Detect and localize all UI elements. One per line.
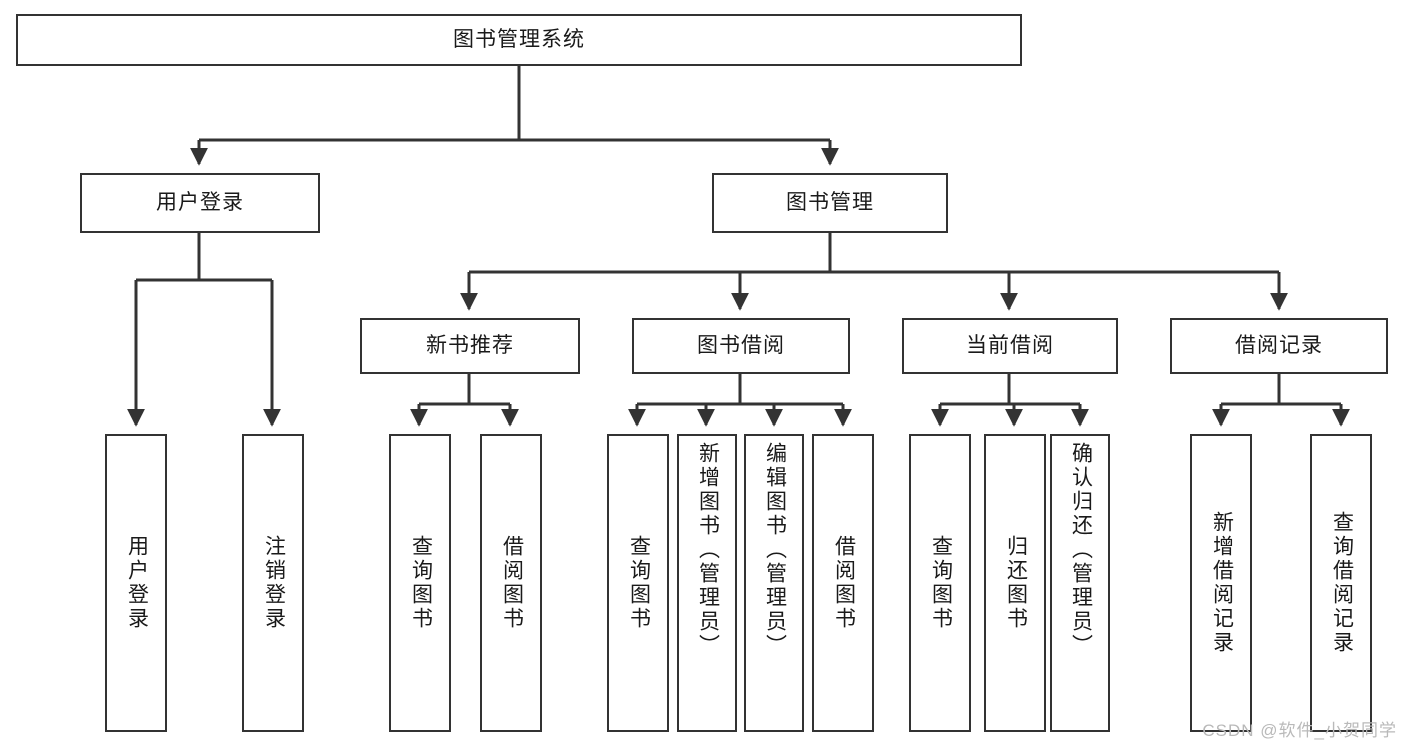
leaf-label: 编辑图书（管理员） — [763, 442, 787, 658]
node-leaf-confirm-return-admin[interactable]: 确认归还（管理员） — [1050, 434, 1110, 732]
node-leaf-user-login[interactable]: 用户登录 — [105, 434, 167, 732]
leaf-label: 新增借阅记录 — [1210, 511, 1234, 655]
leaf-label: 借阅图书 — [500, 535, 524, 631]
leaf-label: 查询图书 — [409, 535, 433, 631]
node-leaf-query-book-borrow[interactable]: 查询图书 — [607, 434, 669, 732]
csdn-watermark: CSDN @软件_小贺同学 — [1202, 721, 1397, 740]
node-book-borrow[interactable]: 图书借阅 — [632, 318, 850, 374]
node-leaf-borrow-book-newbook[interactable]: 借阅图书 — [480, 434, 542, 732]
leaf-label: 注销登录 — [262, 535, 286, 631]
node-leaf-add-book-admin[interactable]: 新增图书（管理员） — [677, 434, 737, 732]
node-leaf-query-book-current[interactable]: 查询图书 — [909, 434, 971, 732]
node-leaf-borrow-book[interactable]: 借阅图书 — [812, 434, 874, 732]
leaf-label: 查询借阅记录 — [1330, 511, 1354, 655]
node-borrow-record[interactable]: 借阅记录 — [1170, 318, 1388, 374]
node-leaf-return-book[interactable]: 归还图书 — [984, 434, 1046, 732]
leaf-label: 用户登录 — [125, 535, 149, 631]
node-leaf-query-borrow-record[interactable]: 查询借阅记录 — [1310, 434, 1372, 732]
leaf-label: 查询图书 — [929, 535, 953, 631]
node-root[interactable]: 图书管理系统 — [16, 14, 1022, 66]
node-new-book-recommend[interactable]: 新书推荐 — [360, 318, 580, 374]
node-leaf-query-book-newbook[interactable]: 查询图书 — [389, 434, 451, 732]
node-leaf-add-borrow-record[interactable]: 新增借阅记录 — [1190, 434, 1252, 732]
node-user-login[interactable]: 用户登录 — [80, 173, 320, 233]
node-leaf-logout[interactable]: 注销登录 — [242, 434, 304, 732]
leaf-label: 借阅图书 — [832, 535, 856, 631]
node-book-manage[interactable]: 图书管理 — [712, 173, 948, 233]
leaf-label: 查询图书 — [627, 535, 651, 631]
leaf-label: 新增图书（管理员） — [696, 442, 720, 658]
node-leaf-edit-book-admin[interactable]: 编辑图书（管理员） — [744, 434, 804, 732]
node-current-borrow[interactable]: 当前借阅 — [902, 318, 1118, 374]
leaf-label: 归还图书 — [1004, 535, 1028, 631]
leaf-label: 确认归还（管理员） — [1069, 442, 1093, 658]
